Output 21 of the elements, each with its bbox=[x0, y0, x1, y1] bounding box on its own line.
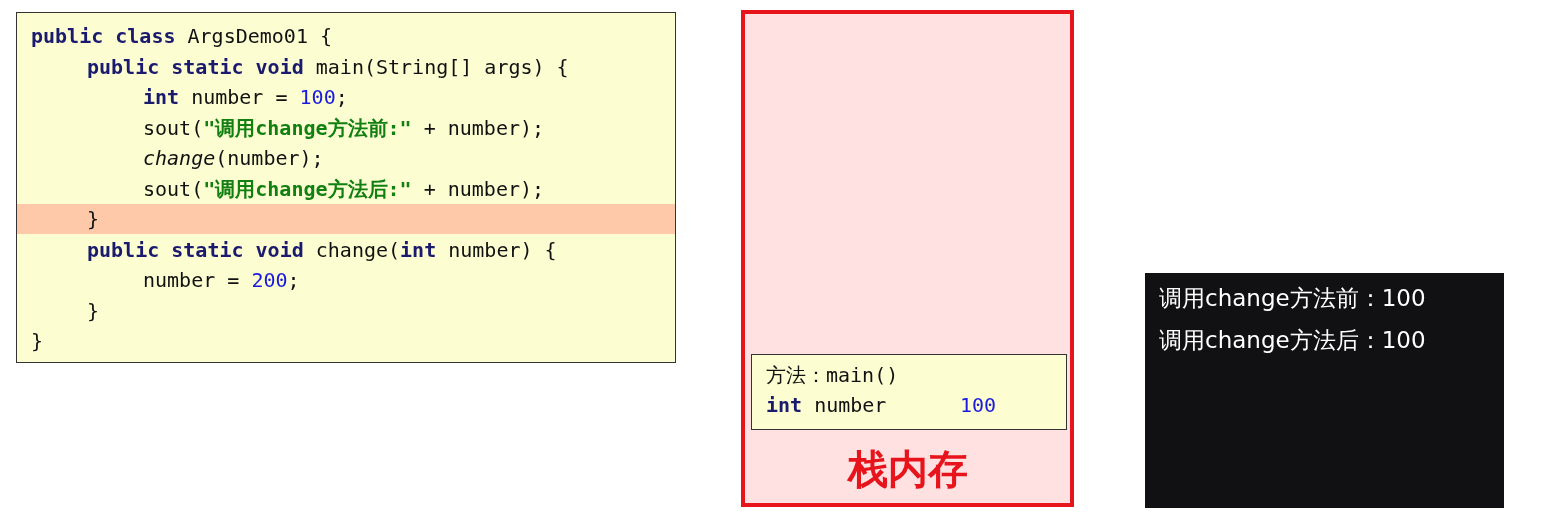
variable-name: int number bbox=[766, 392, 887, 419]
code-line: } bbox=[87, 297, 100, 325]
code-line: public static void change(int number) { bbox=[87, 236, 557, 264]
console-line: 调用change方法后：100 bbox=[1159, 326, 1426, 355]
code-line: public class ArgsDemo01 { bbox=[31, 23, 333, 50]
code-line: sout("调用change方法后:" + number); bbox=[143, 175, 545, 203]
code-line: public static void main(String[] args) { bbox=[87, 53, 569, 81]
code-line: } bbox=[87, 206, 100, 233]
frame-title: 方法：main() bbox=[766, 362, 899, 389]
memory-label: 栈内存 bbox=[846, 445, 969, 494]
stack-memory-box bbox=[741, 10, 1074, 507]
code-panel bbox=[16, 12, 676, 363]
code-line: } bbox=[31, 328, 44, 355]
code-line: change(number); bbox=[143, 145, 324, 172]
code-line: int number = 100; bbox=[143, 84, 348, 111]
code-line: number = 200; bbox=[143, 267, 300, 294]
stack-frame bbox=[751, 354, 1067, 430]
console-line: 调用change方法前：100 bbox=[1159, 284, 1426, 313]
variable-value: 100 bbox=[960, 392, 997, 419]
console-panel bbox=[1145, 273, 1504, 508]
code-line: sout("调用change方法前:" + number); bbox=[143, 114, 545, 142]
